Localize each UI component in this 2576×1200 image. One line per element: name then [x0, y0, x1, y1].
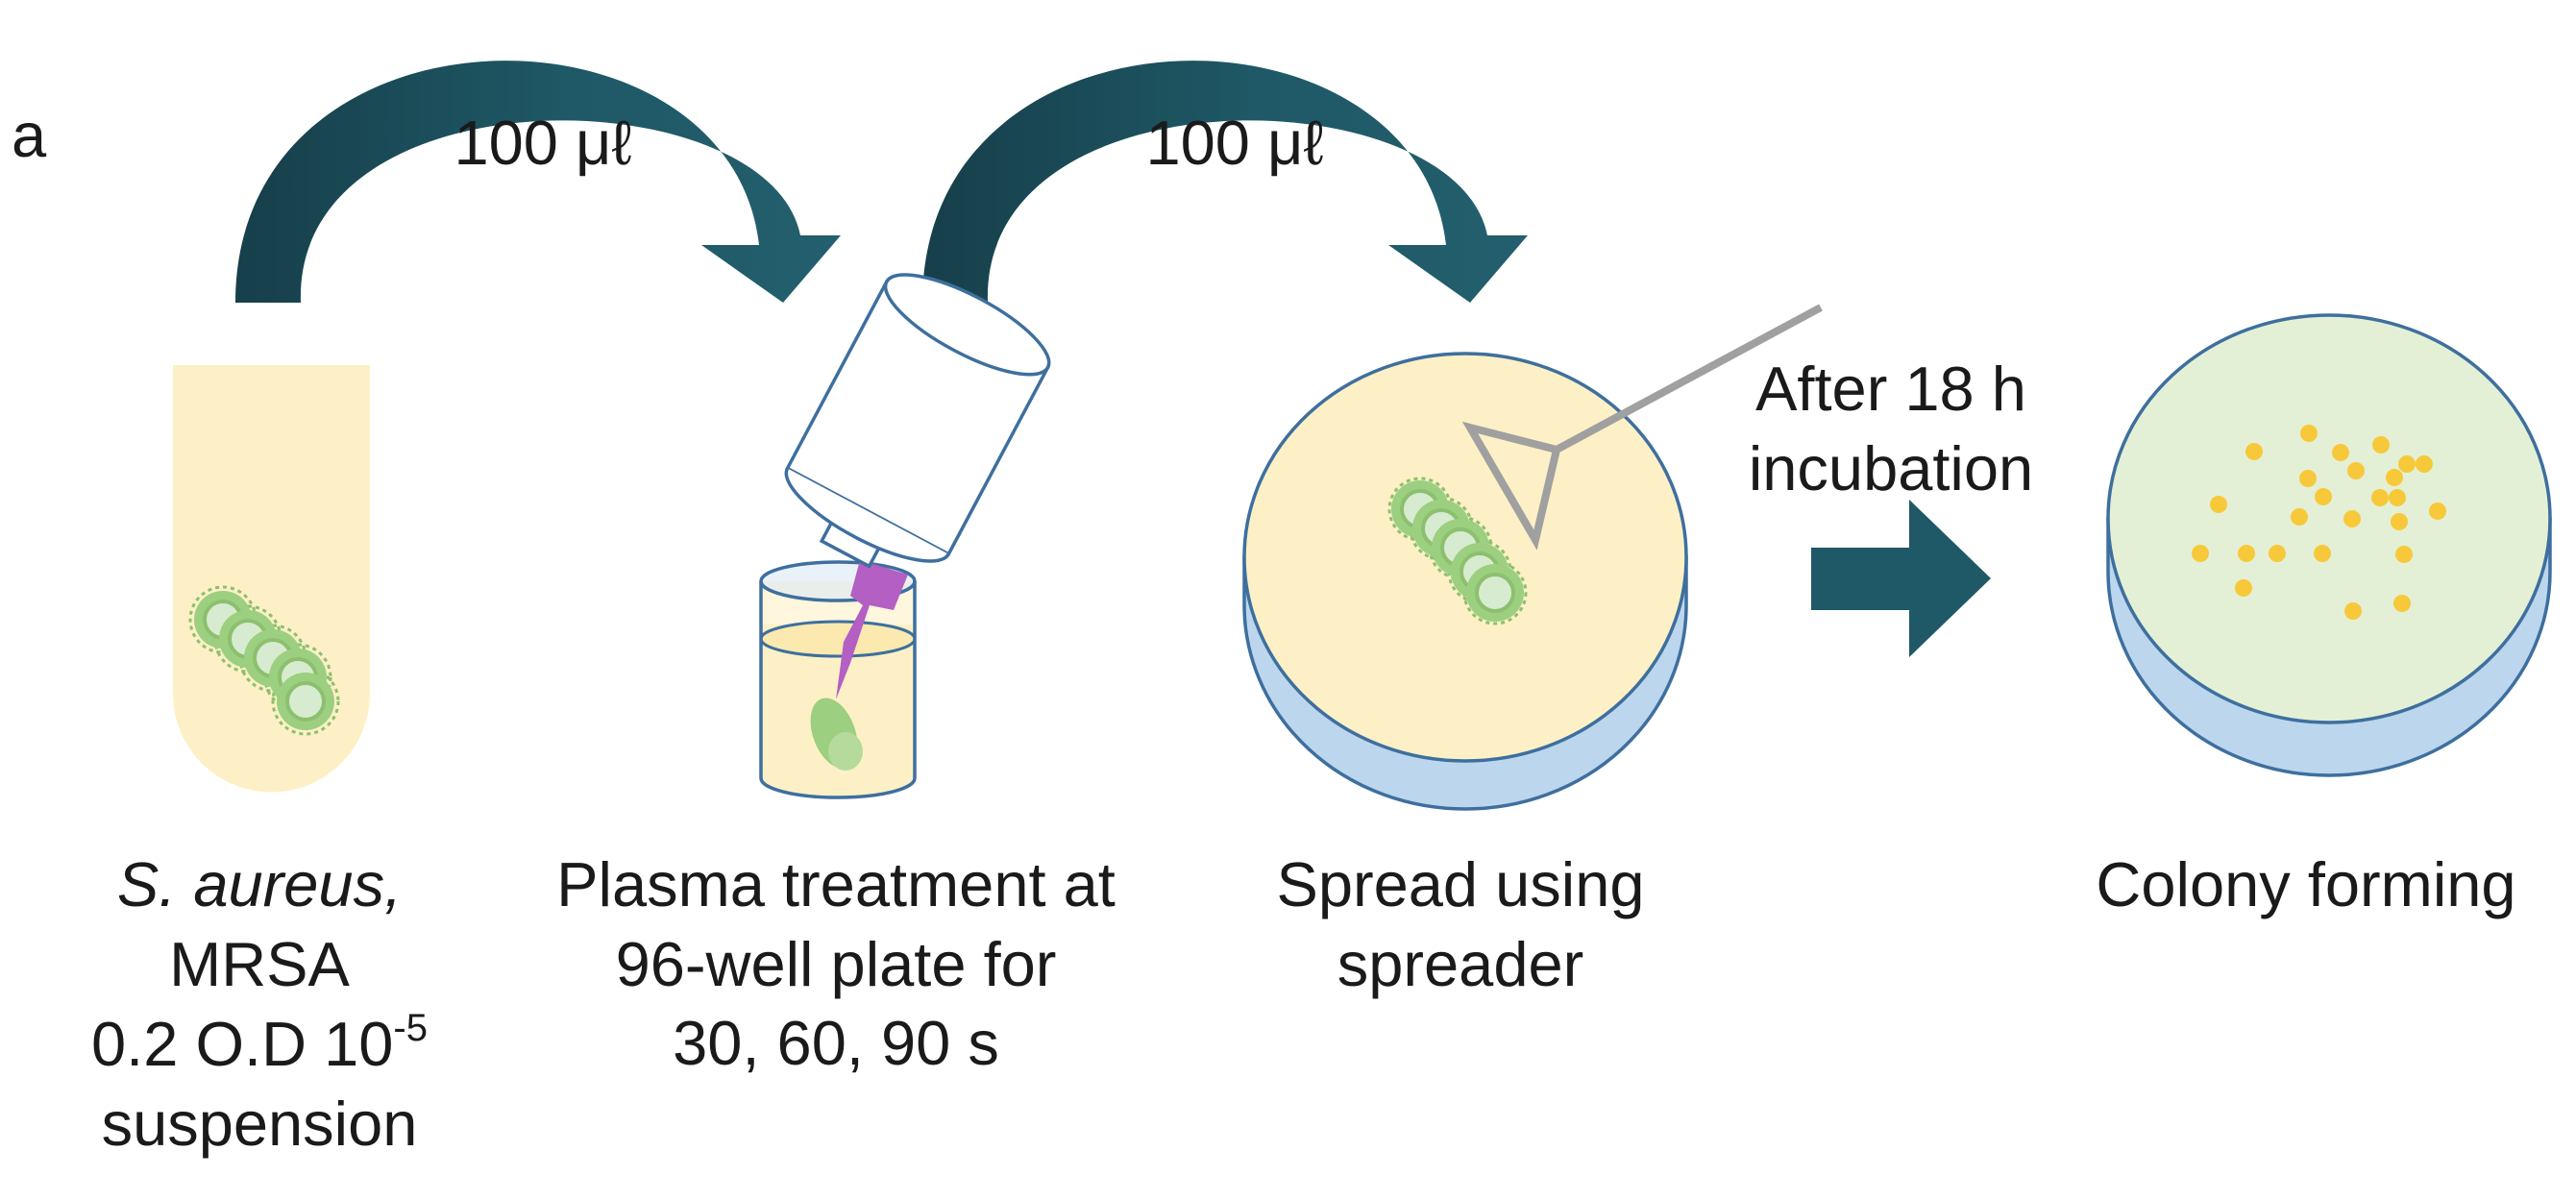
panel-label: a [12, 100, 47, 170]
spreader-tool [1461, 304, 1823, 551]
step-2-line3: 30, 60, 90 s [673, 1008, 999, 1079]
step-2-line1: Plasma treatment at [556, 849, 1116, 919]
concentration: 0.2 O.D 10-5 [58, 1004, 461, 1085]
plasma-jet [836, 560, 908, 699]
transfer-volume-2: 100 μℓ [1145, 108, 1324, 178]
colonies [2192, 425, 2446, 620]
incubation-line2: incubation [1748, 432, 2034, 503]
step-4-caption: Colony forming [2047, 845, 2565, 925]
bacteria-cluster-dish [1387, 477, 1528, 625]
treated-bacteria [810, 698, 863, 771]
step-3-caption: Spread using spreader [1220, 845, 1701, 1004]
organism-name: S. aureus, [116, 849, 403, 919]
suspension-word: suspension [101, 1088, 418, 1159]
step-2-caption: Plasma treatment at 96-well plate for 30… [480, 845, 1191, 1084]
concentration-exponent: -5 [393, 1007, 428, 1050]
step-1-caption: S. aureus, MRSA 0.2 O.D 10-5 suspension [58, 845, 461, 1163]
transfer-arrow-2 [922, 61, 1528, 303]
incubation-line1: After 18 h [1755, 354, 2026, 424]
plasma-device [784, 273, 1051, 569]
step-2-line2: 96-well plate for [615, 928, 1057, 999]
incubation-label: After 18 h incubation [1728, 350, 2054, 508]
test-tube [173, 365, 370, 793]
transfer-volume-1: 100 μℓ [454, 108, 632, 178]
step-3-line1: Spread using [1276, 849, 1645, 919]
step-4-line1: Colony forming [2096, 849, 2516, 919]
petri-dish-colonies [2106, 313, 2552, 777]
step-3-line2: spreader [1337, 928, 1584, 999]
transfer-arrow-1 [235, 61, 841, 303]
strain-name: MRSA [169, 928, 350, 999]
concentration-main: 0.2 O.D 10 [91, 1009, 394, 1080]
incubation-arrow [1811, 500, 1991, 657]
bacteria-cluster-tube [188, 585, 340, 736]
